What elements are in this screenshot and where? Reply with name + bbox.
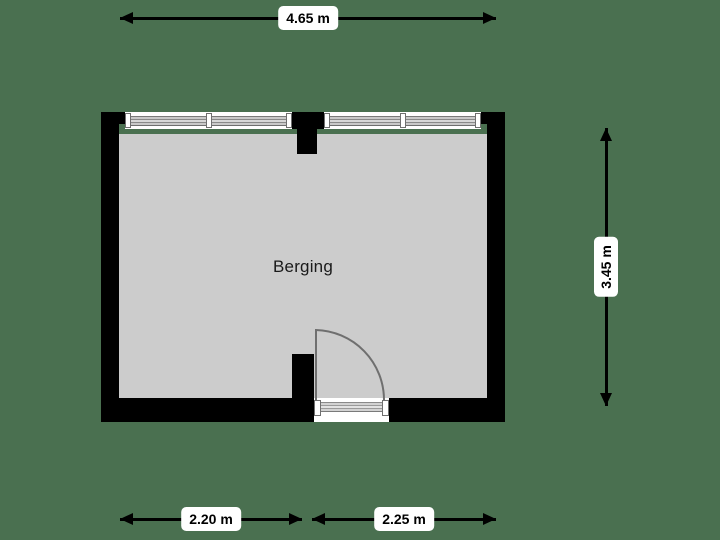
arrow-right-icon xyxy=(289,513,302,525)
wall-top-right xyxy=(481,112,505,124)
wall-left xyxy=(101,112,119,422)
wall-top-left xyxy=(101,112,125,124)
dimension-right-label: 3.45 m xyxy=(594,237,618,297)
window-mullion xyxy=(399,113,406,128)
dimension-top: 4.65 m xyxy=(120,6,496,30)
window-mullion xyxy=(205,113,212,128)
arrow-right-icon xyxy=(483,513,496,525)
door-jamb xyxy=(382,400,389,416)
dimension-bottom-left: 2.20 m xyxy=(120,507,302,531)
door-opening xyxy=(314,398,389,422)
wall-bottom xyxy=(101,398,505,422)
arrow-left-icon xyxy=(120,513,133,525)
window-left xyxy=(125,112,292,129)
dimension-bottom-right-label: 2.25 m xyxy=(374,507,434,531)
wall-right xyxy=(487,112,505,422)
arrow-down-icon xyxy=(600,393,612,406)
room-floorplan: Berging xyxy=(101,112,505,422)
window-mullion xyxy=(475,113,481,128)
wall-pier-door xyxy=(292,354,314,398)
dimension-bottom-left-label: 2.20 m xyxy=(181,507,241,531)
window-mullion xyxy=(324,113,330,128)
arrow-up-icon xyxy=(600,128,612,141)
window-mullion xyxy=(125,113,131,128)
door-sill xyxy=(314,401,389,412)
window-mullion xyxy=(286,113,292,128)
window-right xyxy=(324,112,481,129)
arrow-left-icon xyxy=(312,513,325,525)
dimension-right: 3.45 m xyxy=(594,128,618,406)
wall-pier-top-stem xyxy=(297,112,317,154)
arrow-right-icon xyxy=(483,12,496,24)
arrow-left-icon xyxy=(120,12,133,24)
door-jamb xyxy=(314,400,321,416)
room-name-label: Berging xyxy=(273,257,333,276)
dimension-top-label: 4.65 m xyxy=(278,6,338,30)
dimension-bottom-right: 2.25 m xyxy=(312,507,496,531)
